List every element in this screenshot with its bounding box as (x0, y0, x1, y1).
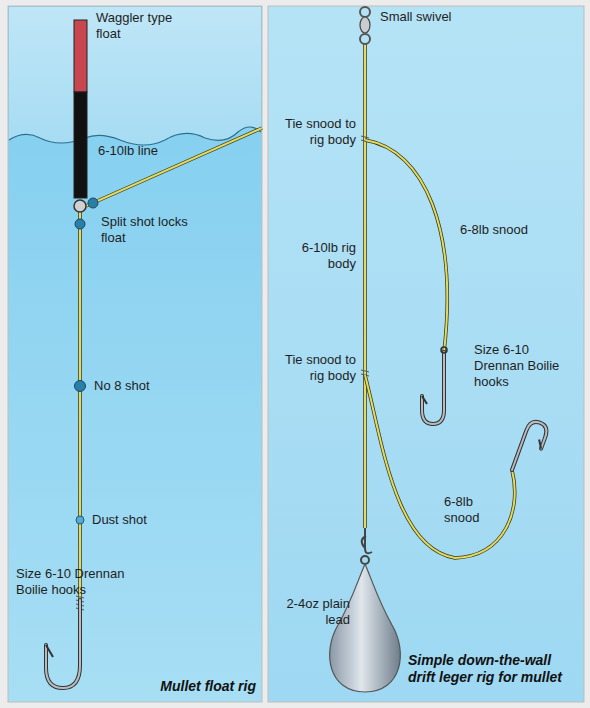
left-panel (8, 6, 262, 702)
hook (46, 600, 80, 688)
snood-outline (365, 375, 515, 558)
swivel-barrel (360, 17, 370, 33)
line-label: 6-10lb rig body (280, 240, 356, 272)
swivel-label: Small swivel (380, 9, 500, 25)
right-panel (268, 6, 584, 702)
snood-label: 6-8lb snood (460, 222, 530, 238)
lead-clip (362, 528, 372, 553)
lead-label: 2-4oz plain lead (276, 596, 350, 628)
knot-label: Tie snood to rig body (272, 352, 356, 384)
rig-line-outline (78, 205, 82, 612)
shot-label: No 8 shot (94, 378, 194, 394)
swivel-ring (360, 7, 370, 17)
float-body (74, 92, 87, 198)
float-label: Waggler type float (96, 10, 191, 42)
rig-line (79, 205, 81, 612)
hook-barb (46, 645, 53, 657)
hook-label: Size 6-10 Drennan Boilie hooks (16, 566, 128, 598)
split-shot (75, 219, 85, 229)
float-eye (74, 200, 86, 212)
panel-caption: Mullet float rig (128, 678, 256, 695)
hook (422, 347, 447, 424)
line-label: 6-10lb line (98, 143, 178, 159)
no8-shot (75, 381, 86, 392)
panel-caption: Simple down-the-wall drift leger rig for… (408, 652, 578, 686)
snood (365, 140, 447, 352)
hook-label: Size 6-10 Drennan Boilie hooks (474, 342, 582, 390)
snood-label: 6-8lb snood (444, 494, 504, 526)
dust-shot (76, 516, 84, 524)
swivel-ring (360, 34, 370, 44)
water-surface (9, 127, 261, 145)
shot-label: Dust shot (92, 512, 192, 528)
hook-outline (46, 600, 80, 688)
snood (365, 375, 515, 558)
shot-label: Split shot locks float (101, 214, 196, 246)
split-shot (88, 198, 98, 208)
plain-lead (330, 564, 401, 692)
main-line-outline (86, 128, 262, 206)
rig-body (364, 44, 366, 528)
rig-body-outline (363, 44, 367, 528)
knot-label: Tie snood to rig body (272, 116, 356, 148)
hook (512, 419, 549, 477)
sky (9, 7, 261, 145)
snood-outline (365, 140, 447, 352)
float-tip (74, 20, 87, 92)
main-line (86, 128, 262, 206)
